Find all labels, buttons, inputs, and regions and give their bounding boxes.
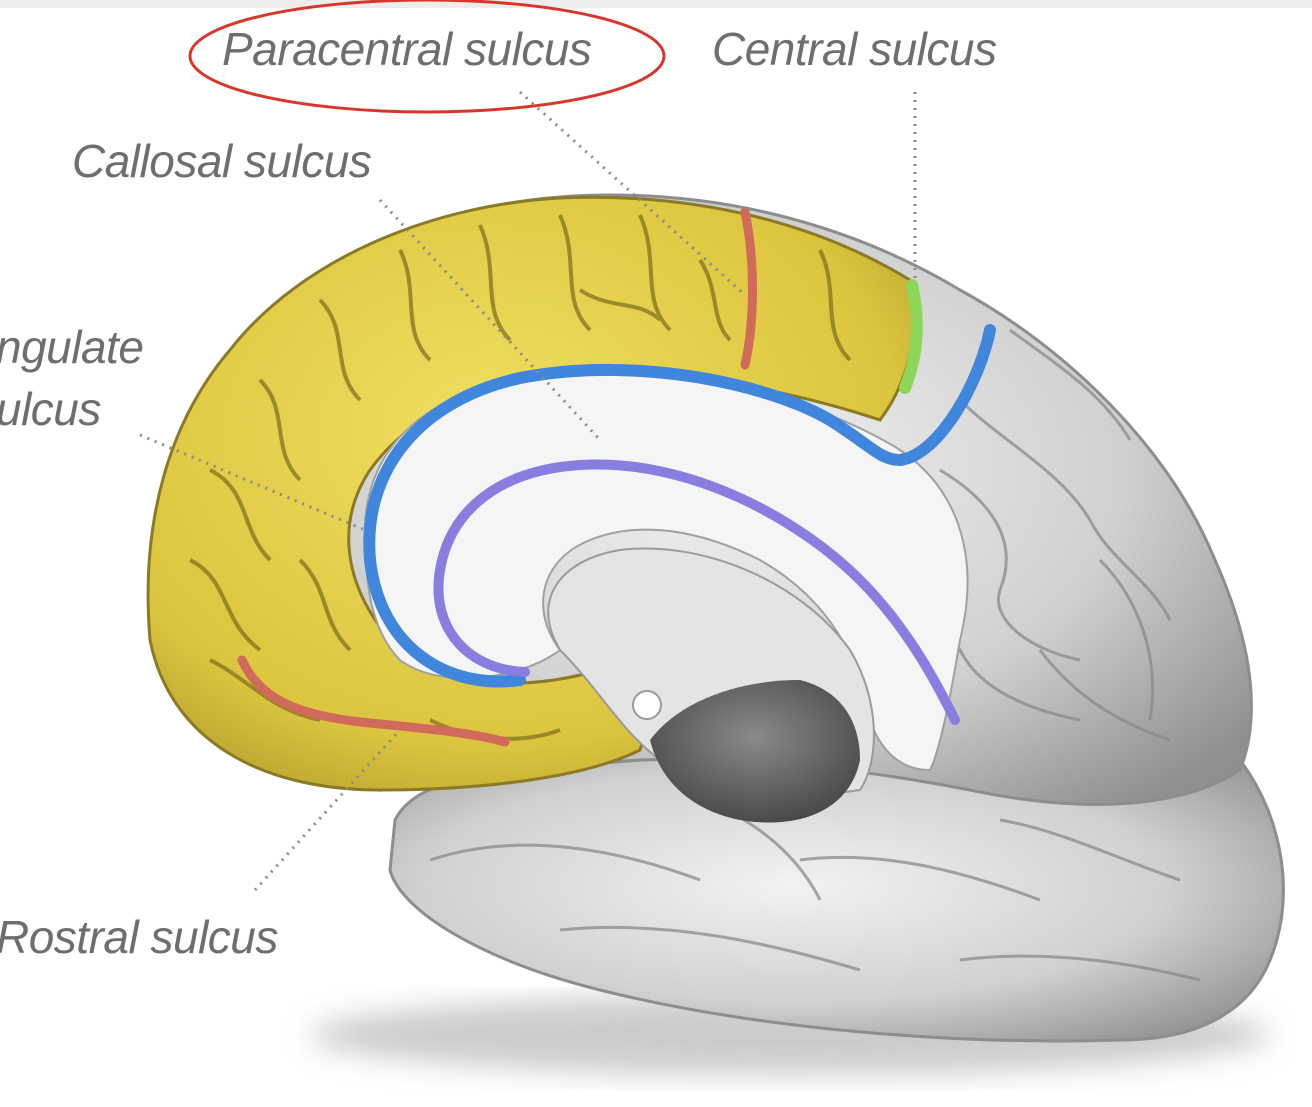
top-edge-pattern — [0, 0, 1312, 8]
central-sulcus-line — [899, 279, 923, 394]
fornix-dot — [632, 690, 662, 720]
rostral-sulcus-line — [237, 655, 510, 747]
yellow-gyri-texture — [189, 214, 852, 741]
label-paracentral-sulcus: Paracentral sulcus — [222, 23, 592, 75]
label-cingulate-sulcus-line1: ngulate — [0, 321, 144, 373]
label-central-sulcus: Central sulcus — [712, 23, 997, 75]
paracentral-sulcus-line — [740, 207, 757, 370]
callosal-sulcus-line — [433, 459, 960, 725]
label-cingulate-sulcus-line2: ulcus — [0, 383, 101, 435]
leader-lines — [139, 90, 917, 892]
midbrain-region — [650, 680, 860, 823]
highlight-ellipse — [188, 0, 666, 114]
gray-gyri-texture — [429, 328, 1201, 982]
leader-cingulate — [139, 433, 366, 532]
cingulate-sulcus-line — [363, 324, 996, 688]
label-callosal-sulcus: Callosal sulcus — [72, 135, 372, 187]
label-rostral-sulcus: Rostral sulcus — [0, 911, 278, 963]
